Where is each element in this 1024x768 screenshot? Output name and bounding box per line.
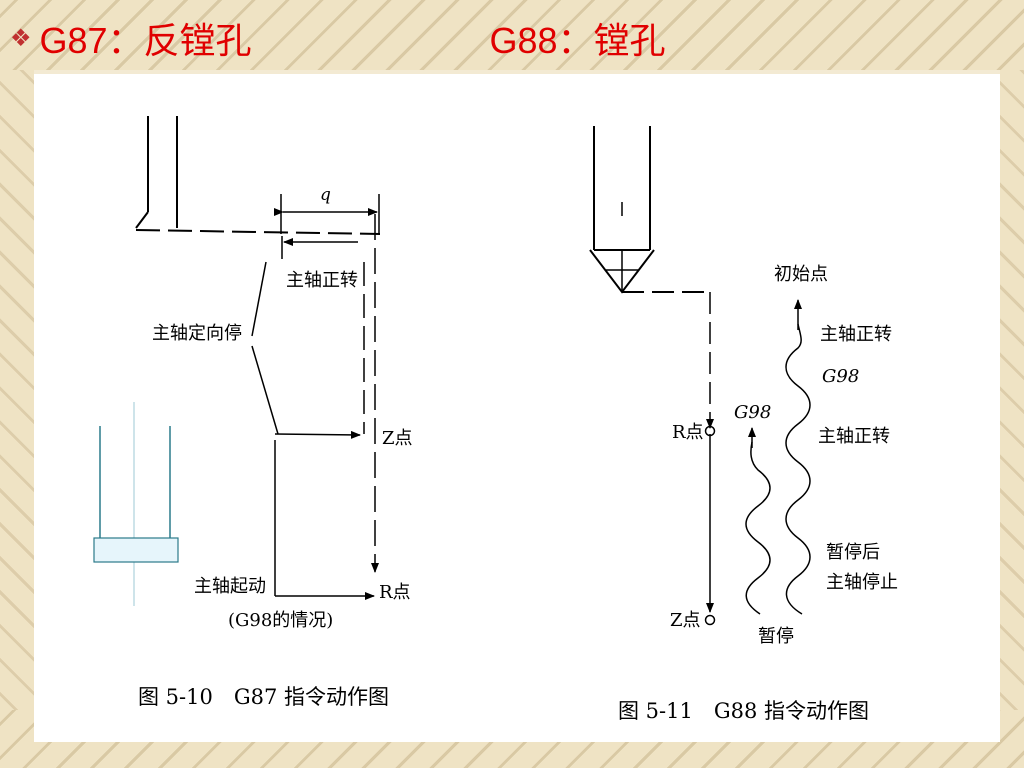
g87-diagram	[93, 116, 381, 606]
caption-g88: 图 5-11 G88 指令动作图	[618, 699, 869, 723]
label-dwell: 暂停	[758, 626, 794, 647]
label-g98-left: G98	[734, 402, 771, 423]
label-r-point: R点	[379, 582, 411, 603]
label-spindle-cw-1: 主轴正转	[820, 324, 892, 345]
label-r-point-g88: R点	[672, 422, 704, 443]
label-spindle-cw-2: 主轴正转	[818, 426, 890, 447]
label-z-point: Z点	[382, 428, 413, 449]
orient-leader-top	[251, 261, 267, 337]
workpiece-block	[93, 537, 179, 563]
label-spindle-orient: 主轴定向停	[152, 323, 242, 344]
z-point-marker	[704, 614, 716, 626]
caption-g87: 图 5-10 G87 指令动作图	[138, 685, 389, 709]
label-spindle-cw: 主轴正转	[286, 270, 358, 291]
diagram-svg: q 主轴正转 主轴定向停 Z点 主轴起动 R点 (G98的情况) 图 5-10 …	[93, 116, 898, 723]
tool-tip	[135, 211, 149, 229]
right-border-pattern	[1000, 70, 1024, 710]
diamond-bullet-icon: ❖	[10, 24, 32, 52]
label-g98-right: G98	[822, 366, 859, 387]
top-border-pattern	[0, 0, 1024, 70]
orient-leader-bottom	[251, 345, 279, 435]
wavy-return-to-initial	[785, 323, 811, 615]
feed-to-z-arrow	[274, 430, 361, 439]
label-spindle-stop: 主轴停止	[826, 572, 898, 593]
label-dwell-then: 暂停后	[826, 542, 880, 563]
r-point-marker	[704, 425, 716, 437]
g88-labels: 初始点 主轴正转 G98 G98 R点 主轴正转 暂停后 主轴停止 Z点 暂停 …	[618, 264, 898, 723]
wavy-manual-retract-g98	[745, 441, 771, 615]
label-z-point-g88: Z点	[670, 610, 701, 631]
label-initial-point: 初始点	[774, 264, 828, 285]
label-g98-case: (G98的情况)	[228, 610, 333, 631]
label-spindle-start: 主轴起动	[194, 576, 266, 597]
diagram-panel: q 主轴正转 主轴定向停 Z点 主轴起动 R点 (G98的情况) 图 5-10 …	[34, 74, 1000, 742]
initial-level-line	[135, 229, 381, 235]
g88-diagram	[589, 126, 811, 626]
slide-title: ❖ G87：反镗孔 G88：镗孔	[10, 14, 666, 62]
left-border-pattern	[0, 70, 34, 710]
title-g88: G88：镗孔	[489, 20, 666, 61]
title-g87: G87：反镗孔	[39, 20, 252, 61]
label-q: q	[320, 185, 331, 205]
g87-labels: q 主轴正转 主轴定向停 Z点 主轴起动 R点 (G98的情况) 图 5-10 …	[138, 185, 413, 709]
